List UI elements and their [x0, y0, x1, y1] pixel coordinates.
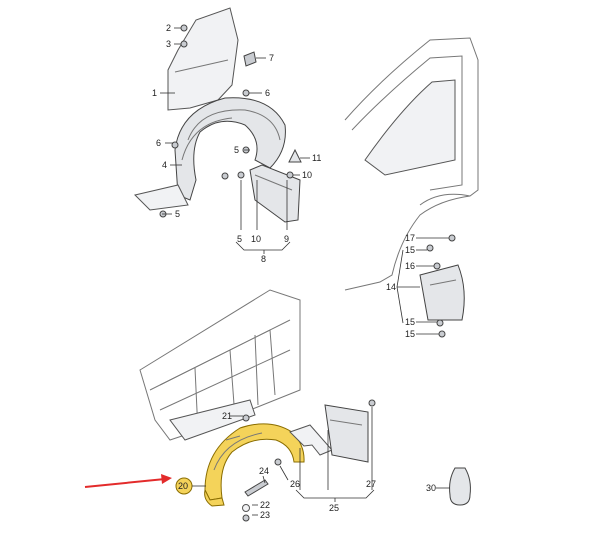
rod: [244, 479, 269, 497]
callout-5: 5: [237, 234, 242, 244]
bolt: [436, 319, 444, 327]
cap: [288, 148, 302, 163]
callout-6: 6: [265, 88, 270, 98]
screw: [171, 141, 179, 149]
pointer-arrowhead: [161, 474, 172, 484]
callout-1: 1: [152, 88, 157, 98]
callout-5: 5: [175, 209, 180, 219]
mud-flap-plate: [324, 404, 369, 463]
screw: [221, 172, 229, 180]
callout-22: 22: [260, 500, 270, 510]
rear-mud-flap: [419, 264, 465, 321]
rear-wheelhouse-shell: [204, 423, 305, 501]
callout-14: 14: [386, 282, 396, 292]
callout-7: 7: [269, 53, 274, 63]
callout-3: 3: [166, 39, 171, 49]
callout-8: 8: [261, 254, 266, 264]
bolt: [242, 414, 250, 422]
callout-10: 10: [251, 234, 261, 244]
callout-23: 23: [260, 510, 270, 520]
callout-5: 5: [234, 145, 239, 155]
callout-24: 24: [259, 466, 269, 476]
front-mud-flap: [249, 164, 301, 223]
front-fender-panel: [167, 7, 239, 111]
pointer-arrow: [84, 478, 166, 488]
van-body-outline: [344, 37, 479, 291]
callout-16: 16: [405, 261, 415, 271]
callout-26: 26: [290, 479, 300, 489]
callout-4: 4: [162, 160, 167, 170]
clip: [433, 262, 441, 270]
callout-6: 6: [156, 138, 161, 148]
clip: [274, 458, 282, 466]
bolt: [368, 399, 376, 407]
callout-2: 2: [166, 23, 171, 33]
pickup-bed-group: 21 22 23 24 26 27 25 30 20: [84, 289, 471, 522]
van-rear-body-group: 17 15 16 14 15 15: [344, 37, 479, 339]
callout-9: 9: [284, 234, 289, 244]
callout-25: 25: [329, 503, 339, 513]
callout-15: 15: [405, 317, 415, 327]
bolt: [448, 234, 456, 242]
splash-panel: [134, 184, 189, 211]
nut: [242, 514, 250, 522]
rear-side-window: [364, 79, 456, 176]
screw: [286, 171, 294, 179]
bolt: [180, 24, 188, 32]
callout-17: 17: [405, 233, 415, 243]
nut: [180, 40, 188, 48]
washer: [242, 504, 250, 512]
screw: [242, 89, 250, 97]
wheel-housing-liner: [174, 97, 286, 201]
trim-strip: [289, 424, 333, 456]
nut: [438, 330, 446, 338]
rear-wheelhouse-shell-side: [204, 488, 225, 507]
callout-21: 21: [222, 411, 232, 421]
screw: [237, 171, 245, 179]
callout-15: 15: [405, 329, 415, 339]
callout-27: 27: [366, 479, 376, 489]
nut: [426, 244, 434, 252]
bed-bumper: [169, 399, 256, 441]
callout-20: 20: [178, 481, 188, 491]
front-fender-group: 1 2 3 4 5 6 6 7 5 11 10 5 10 9 8: [134, 7, 321, 264]
callout-30: 30: [426, 483, 436, 493]
callout-15: 15: [405, 245, 415, 255]
callout-10: 10: [302, 170, 312, 180]
clip: [243, 51, 257, 67]
callout-11: 11: [312, 153, 321, 163]
accessory-bag: [449, 467, 471, 506]
